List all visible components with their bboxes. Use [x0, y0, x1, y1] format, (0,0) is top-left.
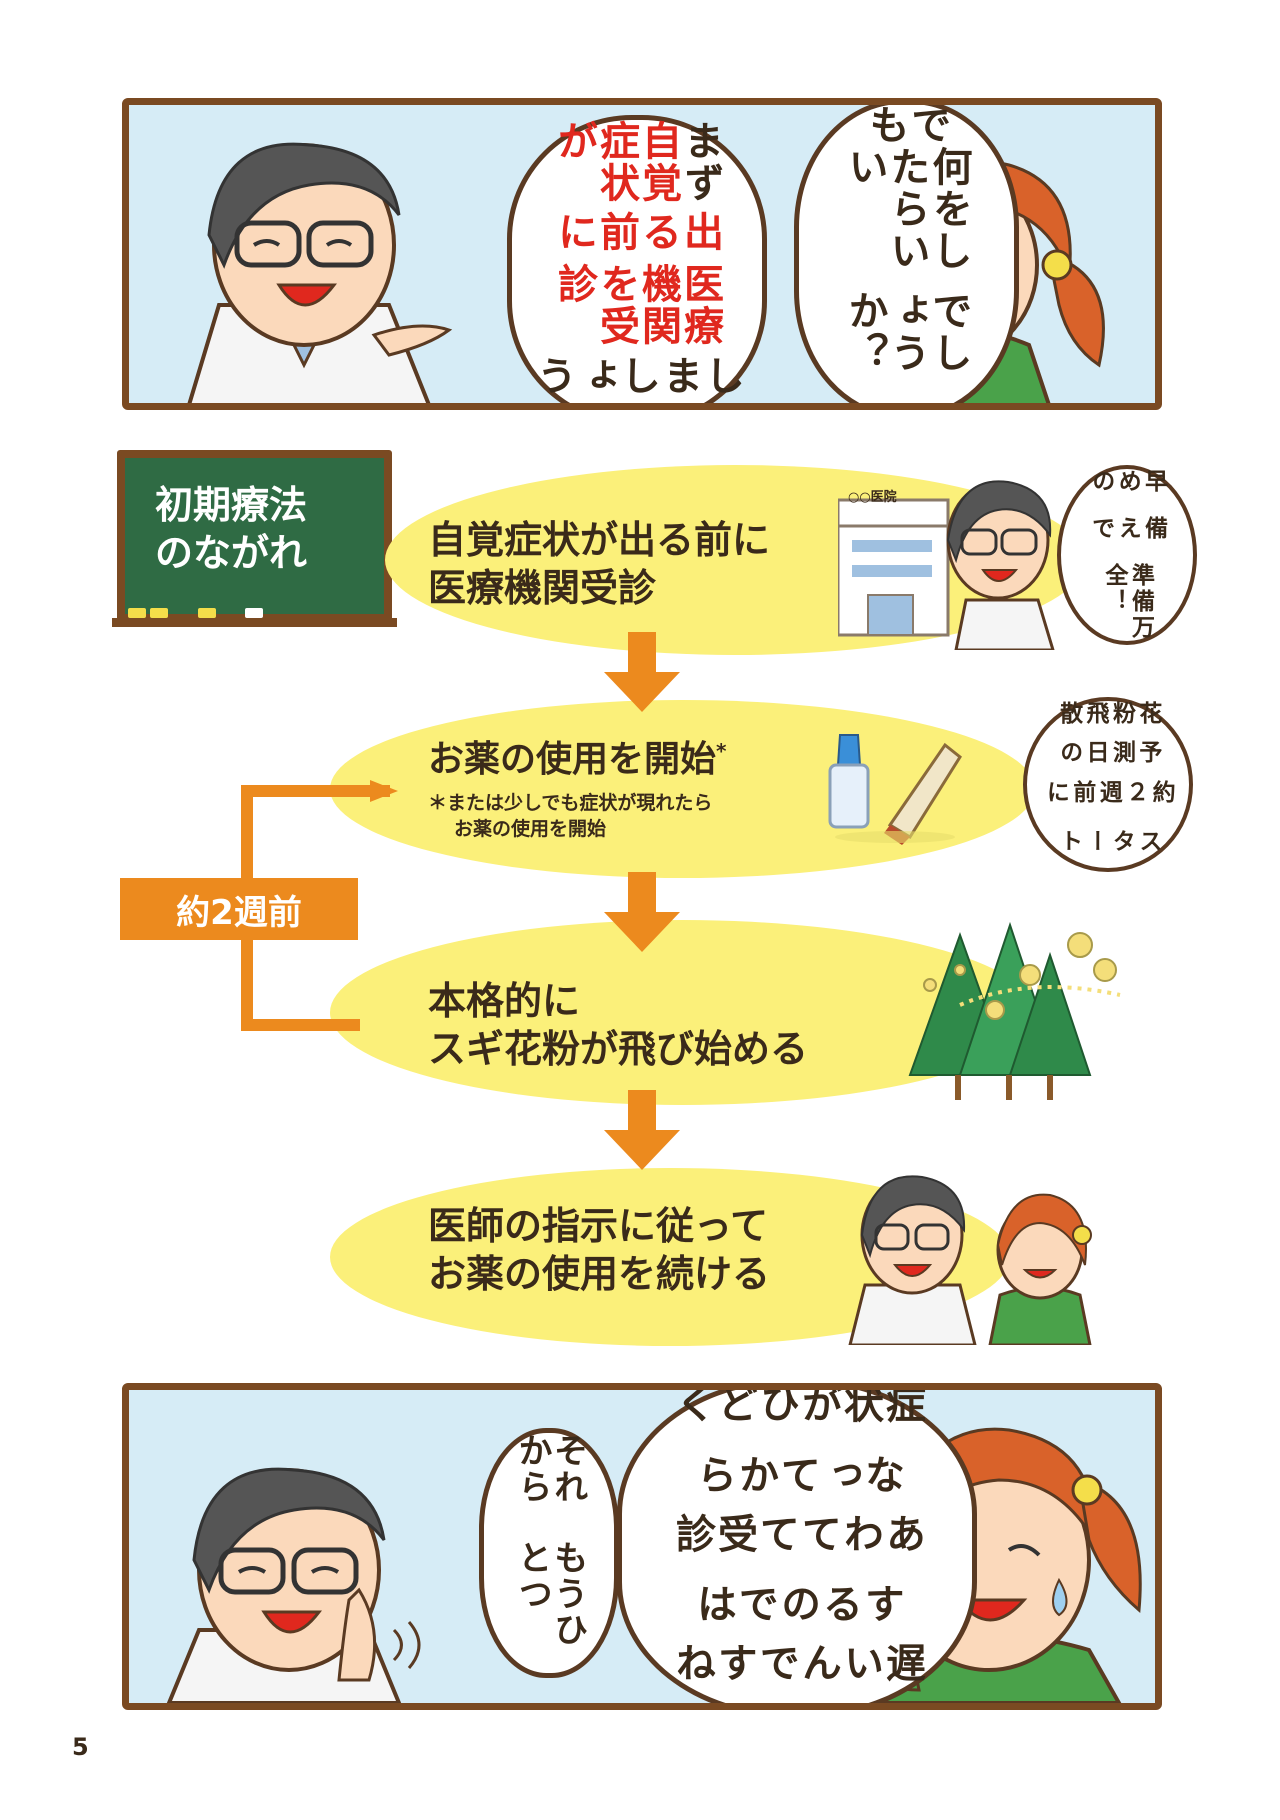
two-weeks-label: 約2週前: [120, 878, 358, 940]
cedar-trees-pollen-illustration: [908, 921, 1121, 1100]
bubble-line: まず自覚症状が: [551, 120, 723, 204]
medicine-bottle-illustration: [828, 734, 962, 845]
down-arrow-icon: [604, 872, 680, 952]
chalkboard-ledge: [112, 618, 397, 627]
doctor-character: [187, 142, 453, 403]
bubble-line: 遅いんですね: [669, 1642, 925, 1685]
top-manga-panel: まず自覚症状が 出る前に 医療機関を受診 しましょう でも 何をしたらいい でし…: [122, 98, 1162, 410]
bubble-line: するのでは: [690, 1583, 904, 1626]
bubble-line: しましょう: [530, 354, 744, 397]
step-1-text: 自覚症状が出る前に 医療機関受診: [428, 518, 771, 610]
down-arrow-icon: [604, 632, 680, 712]
bubble-line: 何をしたらいい: [841, 146, 972, 272]
bubble-line: もうひとつ: [512, 1539, 588, 1648]
chalk-piece: [128, 608, 146, 618]
bubble-line: 医療機関を受診: [551, 263, 723, 348]
clinic-sign: ○○医院: [848, 490, 897, 505]
bubble-line: 出る前に: [551, 211, 723, 254]
doctor-speech-bubble: それから もうひとつ: [479, 1428, 619, 1678]
side-bubble-early-preparation: 早めの 備えで 準備万全！: [1057, 465, 1197, 645]
chalk-piece: [198, 608, 216, 618]
bubble-line: でも: [862, 104, 951, 146]
bubble-line: でしょうか？: [841, 290, 972, 375]
chalk-piece: [150, 608, 168, 618]
doctor-character: [166, 1467, 421, 1703]
doctor-speech-bubble: まず自覚症状が 出る前に 医療機関を受診 しましょう: [507, 115, 767, 403]
page-number: 5: [72, 1733, 89, 1761]
chalk-piece: [245, 608, 263, 618]
clinic-doctor-illustration: [838, 480, 1055, 650]
down-arrow-icon: [604, 1090, 680, 1170]
woman-speech-bubble: 症状がひどく なってから あわてて受診 するのでは 遅いんですね: [617, 1383, 977, 1703]
chalkboard-title: 初期療法 のながれ: [155, 483, 308, 575]
step-3-text: 本格的に スギ花粉が飛び始める: [428, 979, 809, 1071]
bubble-line: なってから: [690, 1453, 904, 1496]
step-2-text: お薬の使用を開始*: [428, 739, 727, 780]
step-2-note: ＊または少しでも症状が現れたら お薬の使用を開始: [428, 792, 713, 840]
step-4-text: 医師の指示に従って お薬の使用を続ける: [428, 1204, 771, 1296]
chalkboard: 初期療法 のながれ: [117, 450, 392, 622]
bubble-line: 症状がひどく: [669, 1383, 925, 1425]
bottom-manga-panel: それから もうひとつ 症状がひどく なってから あわてて受診 するのでは 遅いん…: [122, 1383, 1162, 1710]
doctor-and-woman-illustration: [848, 1175, 1092, 1345]
bubble-line: あわてて受診: [669, 1512, 925, 1555]
bubble-line: それから: [512, 1433, 588, 1505]
woman-speech-bubble: でも 何をしたらいい でしょうか？: [794, 104, 1019, 403]
side-bubble-two-weeks-start: 花粉飛散 予測日の 約２週前に スタート: [1023, 697, 1193, 872]
